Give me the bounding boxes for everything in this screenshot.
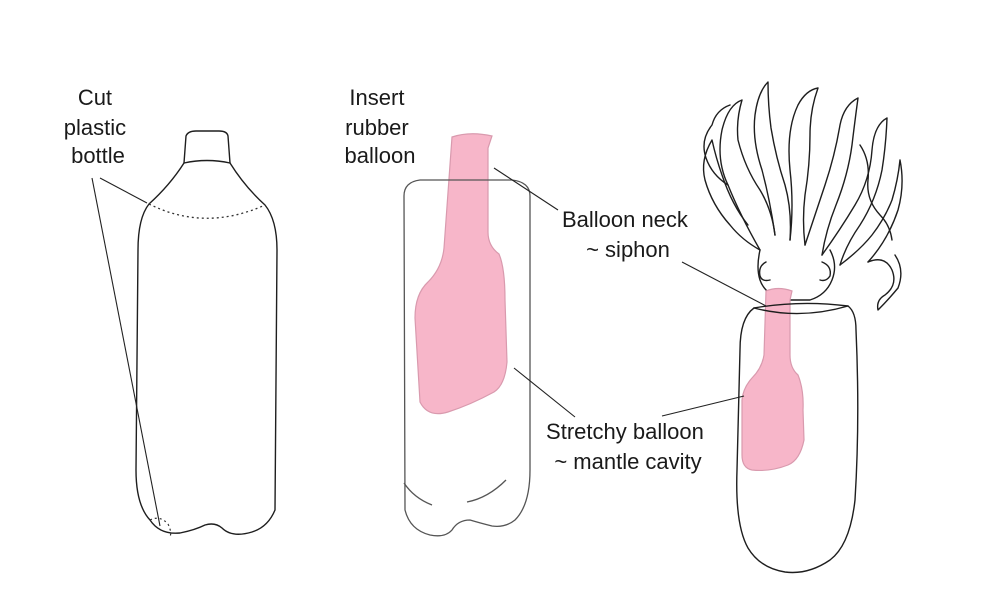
squid-eye-left <box>758 261 771 282</box>
stretchy-balloon-label-line-2: ~ mantle cavity <box>554 449 701 474</box>
cut-bottle-label-line-3: bottle <box>71 143 125 168</box>
balloon-neck-label: Balloon neck ~ siphon <box>562 207 694 262</box>
stretchy-balloon-label-line-1: Stretchy balloon <box>546 419 704 444</box>
balloon-inside-squid <box>741 287 805 472</box>
insert-balloon-label-line-3: balloon <box>345 143 416 168</box>
cut-leader-line-bottom <box>91 177 161 527</box>
cut-bottle-label-line-2: plastic <box>64 115 126 140</box>
mantle-collar <box>753 305 849 315</box>
neck-leader-line-middle <box>493 167 559 211</box>
neck-leader-line-squid <box>681 261 767 307</box>
open-bottle-outline <box>403 179 531 537</box>
insert-balloon-label-line-1: Insert <box>349 85 404 110</box>
bottle-cap <box>183 130 231 164</box>
squid-eye-right <box>819 261 832 282</box>
balloon-leader-line-middle <box>513 367 576 418</box>
bottle-neck-ring <box>183 159 231 164</box>
cut-leader-line-top <box>99 177 148 204</box>
bottle-base-curve-right <box>466 479 507 503</box>
bottle-base-curve-left <box>403 482 433 506</box>
balloon-leader-line-squid <box>661 395 745 417</box>
cut-bottle-label-line-1: Cut <box>78 85 112 110</box>
balloon-neck-label-line-1: Balloon neck <box>562 207 689 232</box>
balloon-in-bottle-figure <box>403 133 576 537</box>
insert-balloon-label-line-2: rubber <box>345 115 409 140</box>
squid-mantle <box>736 302 859 574</box>
bottle-body-outline <box>135 162 278 535</box>
stretchy-balloon-label: Stretchy balloon ~ mantle cavity <box>546 419 710 474</box>
balloon-neck-label-line-2: ~ siphon <box>586 237 670 262</box>
squid-head <box>757 249 836 301</box>
squid-figure <box>661 81 903 574</box>
cut-line-dotted <box>148 203 266 219</box>
balloon-inside-bottle <box>414 133 508 415</box>
bottom-cut-dotted <box>149 517 172 538</box>
squid-tentacles <box>702 81 903 311</box>
insert-balloon-label: Insert rubber balloon <box>345 85 416 168</box>
cut-bottle-figure <box>91 130 278 538</box>
cut-bottle-label: Cut plastic bottle <box>64 85 132 168</box>
